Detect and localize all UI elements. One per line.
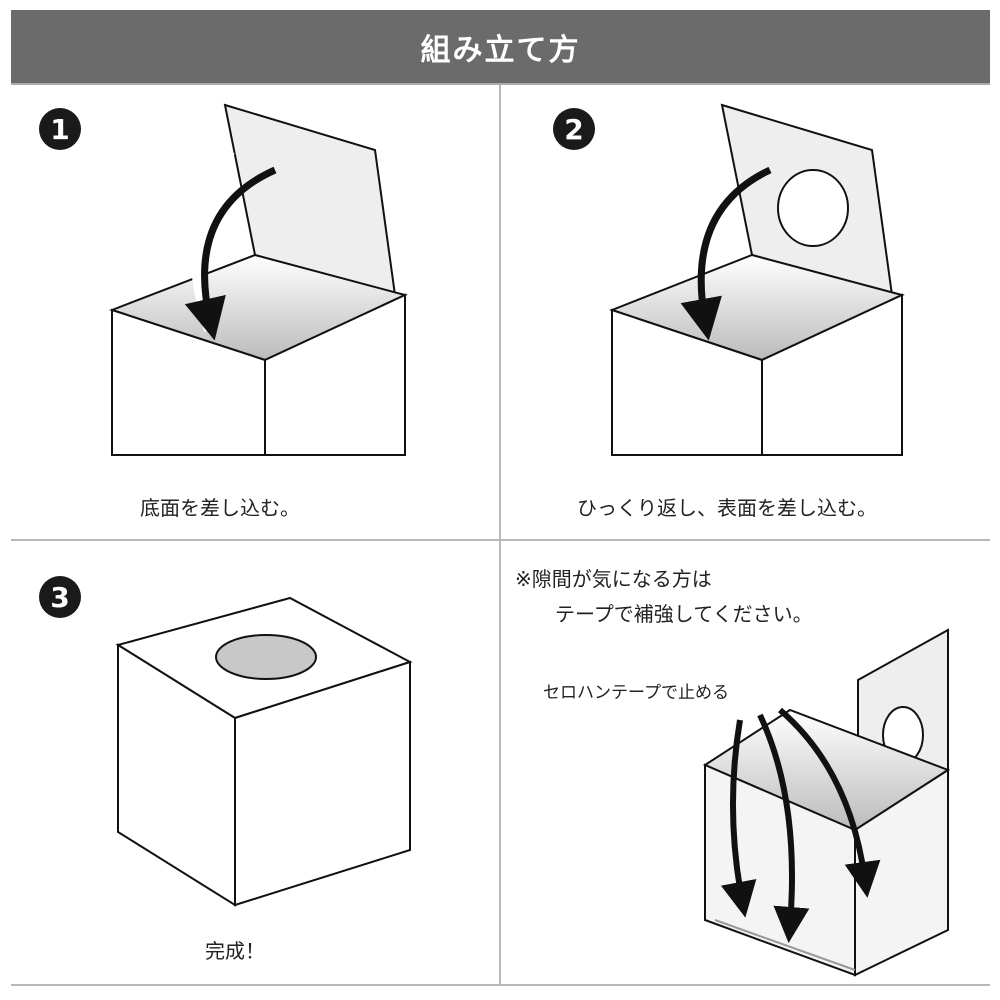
page-title: 組み立て方 [420,32,581,68]
step1-badge: 1 [39,108,81,150]
note-line2: テープで補強してください。 [555,602,813,626]
title-bar: 組み立て方 [11,10,990,85]
step2-box-illustration [609,103,905,456]
step1-caption: 底面を差し込む。 [140,496,300,520]
tape-label: セロハンテープで止める [543,683,729,703]
step1-box-illustration [109,103,408,456]
divider-vertical [499,85,501,985]
tape-reinforcement-illustration [702,628,951,977]
divider-horizontal [11,539,990,541]
step2-caption: ひっくり返し、表面を差し込む。 [577,496,877,520]
step3-completed-box [115,596,413,907]
note-line1: ※隙間が気になる方は [515,567,712,591]
step2-badge: 2 [553,108,595,150]
step3-badge: 3 [39,576,81,618]
step3-caption: 完成！ [205,939,265,963]
divider-bottom [11,984,990,986]
